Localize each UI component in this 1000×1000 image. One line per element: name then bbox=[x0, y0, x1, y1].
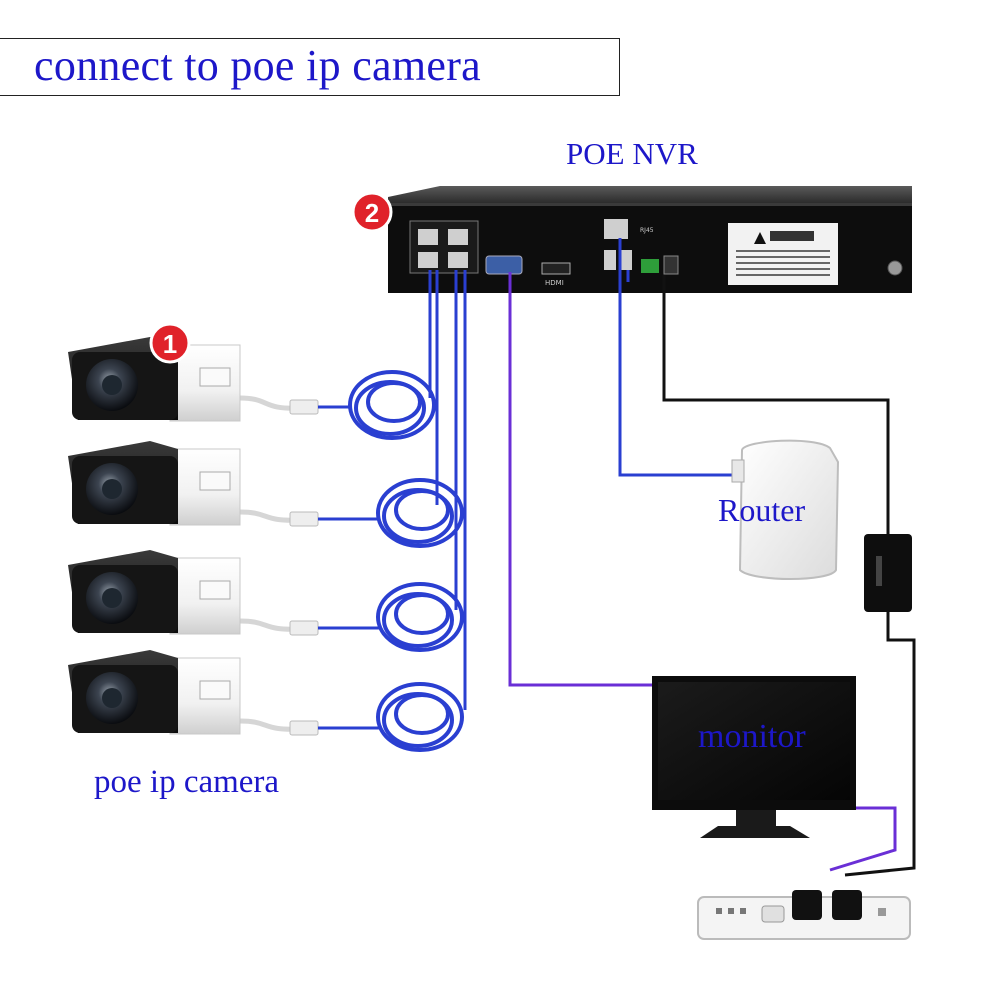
nvr-label: POE NVR bbox=[566, 136, 698, 171]
title-box bbox=[0, 38, 620, 96]
router-icon bbox=[731, 439, 840, 580]
router-label: Router bbox=[718, 492, 806, 528]
nvr-device-icon: HDMI RJ45 bbox=[388, 186, 912, 293]
monitor-icon bbox=[652, 676, 856, 838]
vga-cable bbox=[508, 272, 897, 872]
page-title: connect to poe ip camera bbox=[34, 41, 481, 90]
camera-label: poe ip camera bbox=[94, 764, 280, 800]
svg-text:2: 2 bbox=[365, 198, 379, 228]
step-badge-nvr: 2 bbox=[351, 191, 393, 233]
cable-coil-icon bbox=[348, 370, 464, 752]
camera-icon bbox=[68, 337, 380, 736]
svg-text:RJ45: RJ45 bbox=[640, 227, 654, 234]
power-strip-icon bbox=[697, 890, 911, 940]
svg-text:1: 1 bbox=[163, 329, 177, 359]
monitor-label: monitor bbox=[698, 718, 806, 755]
step-badge-camera: 1 bbox=[149, 322, 191, 364]
power-cable bbox=[662, 275, 916, 877]
svg-text:HDMI: HDMI bbox=[545, 279, 564, 287]
ethernet-cables bbox=[428, 238, 740, 710]
power-adapter-icon bbox=[864, 534, 912, 612]
